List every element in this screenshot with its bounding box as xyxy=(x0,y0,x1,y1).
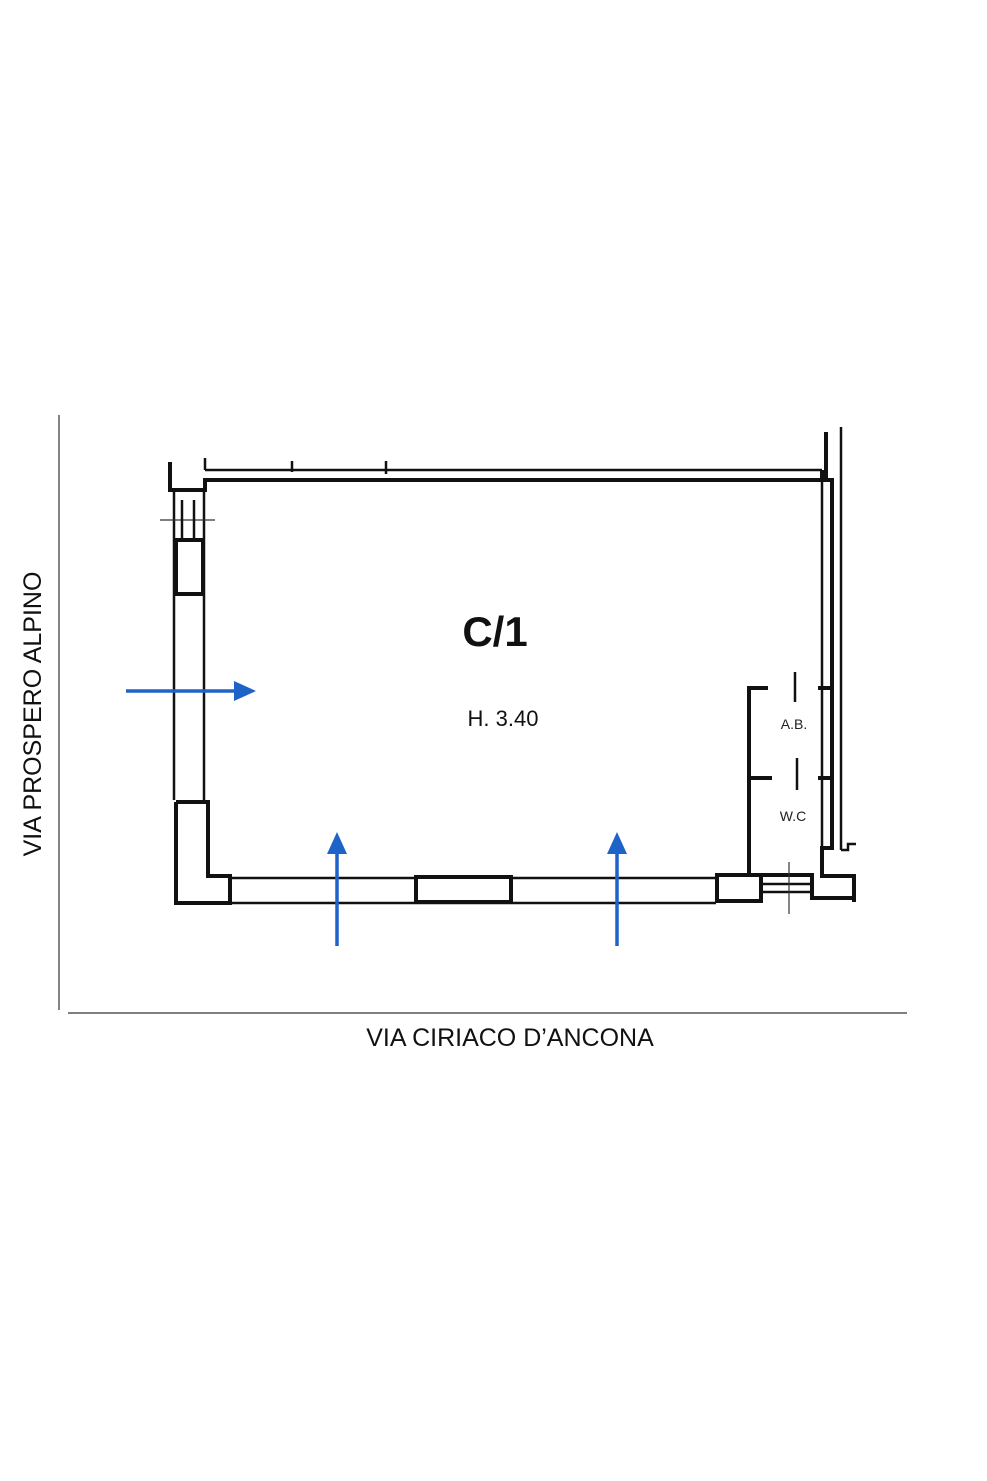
room-label-wc: W.C xyxy=(780,808,806,824)
bottom-pillar-right xyxy=(715,873,763,903)
arrow-icon xyxy=(607,832,627,854)
entrance-arrow-bottom-1 xyxy=(327,832,347,946)
street-label-bottom: VIA CIRIACO D’ANCONA xyxy=(366,1024,654,1052)
unit-height: H. 3.40 xyxy=(468,706,539,731)
service-partition xyxy=(747,686,768,876)
arrow-icon xyxy=(327,832,347,854)
left-pillar-top xyxy=(174,538,205,596)
entrance-arrow-bottom-2 xyxy=(607,832,627,946)
left-pillar-bottom xyxy=(174,800,232,905)
street-label-left: VIA PROSPERO ALPINO xyxy=(19,572,47,857)
top-wall xyxy=(168,462,824,492)
bottom-wall-right xyxy=(761,873,854,900)
arrow-icon xyxy=(234,681,256,701)
right-wall-outer xyxy=(820,432,856,902)
right-wall-corner xyxy=(841,842,856,852)
room-label-ab: A.B. xyxy=(781,716,807,732)
walls xyxy=(160,427,856,914)
unit-code: C/1 xyxy=(462,608,527,655)
bottom-pillar-center xyxy=(414,875,513,904)
entrance-arrow-left xyxy=(126,681,256,701)
